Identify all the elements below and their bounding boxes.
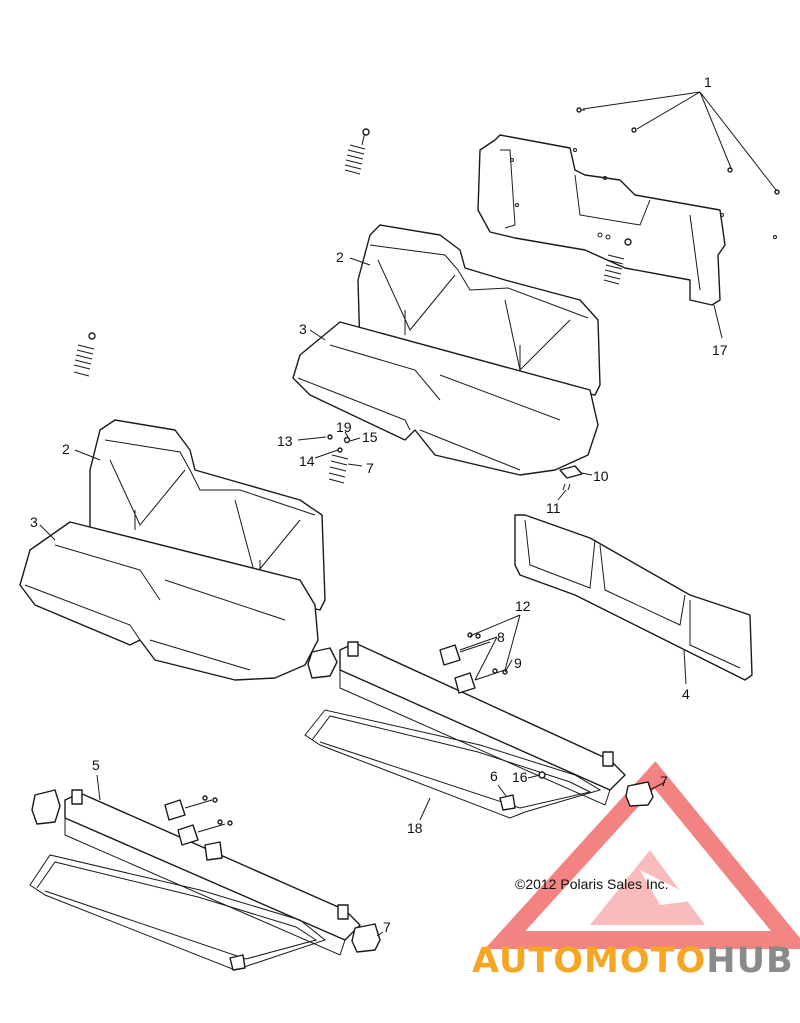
callout-8: 8 [497,629,505,645]
upper-seat-cushion-3 [292,321,599,476]
callout-7-right: 7 [660,773,668,789]
callout-7-middle: 7 [366,460,374,476]
spring-back-17 [603,238,632,285]
callout-2-upper: 2 [336,249,344,265]
lower-seat-cushion-3 [19,521,319,681]
callout-5: 5 [92,757,100,773]
watermark-text-hub: HUB [706,941,793,981]
callout-13: 13 [277,433,293,449]
leader-lines-1 [582,91,777,191]
callout-2-lower: 2 [62,441,70,457]
callout-16: 16 [512,769,528,785]
callout-11: 11 [546,500,561,516]
callout-1: 1 [704,74,712,90]
lower-seat-frame-5 [29,789,381,971]
spring-7-middle [327,434,351,484]
spring-left [73,332,96,377]
clip-10 [559,465,583,491]
callout-17: 17 [712,342,728,358]
callout-15: 15 [362,429,378,445]
callout-4: 4 [682,686,690,702]
callout-labels: 1 17 2 3 2 3 13 19 15 14 7 10 11 12 8 9 … [30,74,728,935]
callout-7-bottom: 7 [383,919,391,935]
seatbelt-buckle-upper-8 [439,632,508,694]
watermark-text: AUTOMOTOHUB [472,941,794,981]
watermark-triangle-logo [484,761,800,949]
seatbelt-buckle-lower [164,795,233,846]
callout-3-upper: 3 [299,321,307,337]
callout-6: 6 [490,768,498,784]
copyright-notice: ©2012 Polaris Sales Inc. [515,876,669,892]
rear-back-panel-17 [477,134,777,306]
leader-lines [39,257,723,937]
callout-14: 14 [299,453,315,469]
watermark-text-automoto: AUTOMOTO [472,941,706,981]
callout-9: 9 [514,655,522,671]
callout-18: 18 [407,820,423,836]
callout-12: 12 [515,598,531,614]
callout-3-lower: 3 [30,514,38,530]
screw-set-1 [576,107,780,195]
panel-4 [514,514,753,681]
spring-top-center [344,128,370,175]
callout-10: 10 [593,468,609,484]
callout-19: 19 [336,419,352,435]
upper-seat-frame-18 [304,641,654,819]
